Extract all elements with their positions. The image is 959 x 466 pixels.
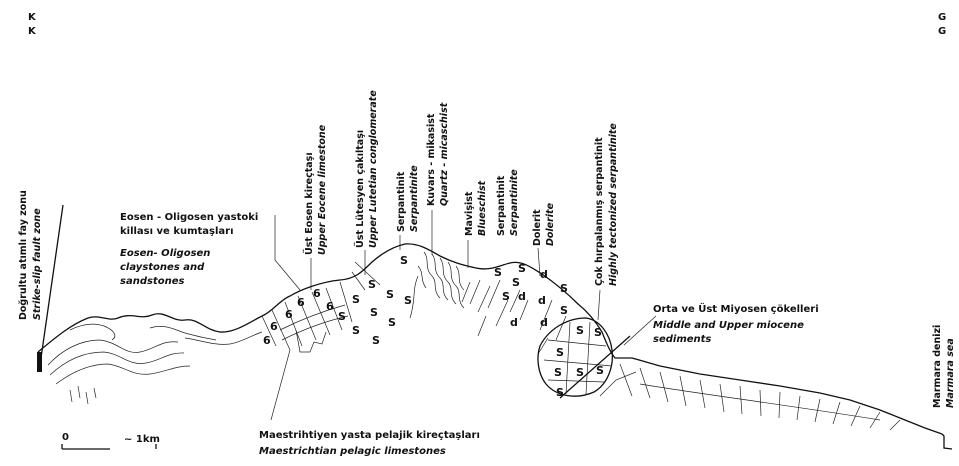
fault-zone-marker bbox=[37, 352, 42, 372]
eocene-symbol: 6 bbox=[326, 300, 334, 313]
eocene-sand-label-en2: claystones and bbox=[120, 262, 205, 273]
eocene-symbol: 6 bbox=[285, 308, 293, 321]
eocene-sand-label-en1: Eosen- Oligosen bbox=[120, 248, 210, 259]
eocene-symbol: 6 bbox=[313, 287, 321, 300]
serpentine-symbol: S bbox=[370, 306, 378, 319]
eocene-symbol: 6 bbox=[263, 334, 271, 347]
serpentinite-label-en: Serpantinite bbox=[409, 165, 420, 232]
scale-value: ~ 1km bbox=[124, 434, 160, 445]
upper-eocene-label-tr: Üst Eosen kireçtaşı bbox=[304, 152, 315, 255]
maastrichtian-label-tr: Maestrihtiyen yasta pelajik kireçtaşları bbox=[259, 430, 480, 441]
tectonized-label-tr: Çok hırpalanmış serpantinit bbox=[594, 137, 605, 286]
serpentine-symbol: S bbox=[556, 346, 564, 359]
dolerite-symbol: d bbox=[510, 316, 518, 329]
lutetian-label-tr: Üst Lütesyen çakıltaşı bbox=[355, 130, 366, 248]
serpentine-symbol: S bbox=[352, 293, 360, 306]
eocene-sand-label-en3: sandstones bbox=[120, 276, 184, 287]
serpentinite2-label-en: Serpantinite bbox=[509, 169, 520, 236]
coastline-step bbox=[942, 434, 952, 449]
serpentine-symbol: S bbox=[518, 262, 526, 275]
serpentine-symbol: S bbox=[512, 276, 520, 289]
serpentine-symbol: S bbox=[560, 282, 568, 295]
serpentine-symbol: S bbox=[400, 254, 408, 267]
miocene-label-tr: Orta ve Üst Miyosen çökelleri bbox=[653, 301, 819, 315]
eocene-symbol: 6 bbox=[297, 296, 305, 309]
orientation-left-bottom: K bbox=[28, 26, 37, 37]
eocene-sand-label-tr1: Eosen - Oligosen yastoki bbox=[120, 212, 258, 223]
miocene-label-en1: Middle and Upper miocene bbox=[653, 320, 804, 331]
sea-label-en: Marmara sea bbox=[945, 338, 956, 408]
serpentine-symbol: S bbox=[386, 288, 394, 301]
scale-zero: 0 bbox=[62, 432, 69, 443]
eocene-symbol: 6 bbox=[270, 320, 278, 333]
serpentine-symbol: S bbox=[404, 294, 412, 307]
dolerite-label-tr: Dolerit bbox=[532, 209, 543, 246]
fault-label-en: Strike-slip fault zone bbox=[32, 208, 43, 320]
dolerite-label-en: Dolerite bbox=[545, 202, 556, 246]
quartz-micaschist-zone bbox=[418, 252, 464, 308]
blueschist-label-tr: Mavişist bbox=[464, 191, 475, 236]
serpentinite2-label-tr: Serpantinit bbox=[496, 175, 507, 236]
tectonized-serpentinite-lens: S S S S S S S bbox=[538, 318, 612, 399]
orientation-left-top: K bbox=[28, 12, 37, 23]
dolerite-symbol: d bbox=[518, 290, 526, 303]
orientation-right-bottom: G bbox=[938, 26, 946, 37]
fault-label-tr: Doğrultu atımlı fay zonu bbox=[18, 190, 29, 320]
sea-label-tr: Marmara denizi bbox=[932, 325, 943, 408]
serpentine-symbol: S bbox=[560, 304, 568, 317]
serpentinite-label-tr: Serpantinit bbox=[396, 171, 407, 232]
serpentine-symbol: S bbox=[556, 386, 564, 399]
blueschist-label-en: Blueschist bbox=[477, 180, 488, 236]
dolerite-symbol: d bbox=[538, 294, 546, 307]
quartz-label-tr: Kuvars - mikasist bbox=[426, 113, 437, 206]
dolerite-symbol: d bbox=[540, 268, 548, 281]
serpentinite-zone: S S S S S S S S S S bbox=[338, 254, 418, 347]
miocene-label-en2: sediments bbox=[653, 334, 711, 345]
miocene-sediments bbox=[560, 336, 900, 430]
serpentine-symbol: S bbox=[388, 316, 396, 329]
eocene-sand-label-tr2: killası ve kumtaşları bbox=[120, 226, 234, 237]
orientation-right-top: G bbox=[938, 12, 946, 23]
serpentine-symbol: S bbox=[494, 266, 502, 279]
scale-bar: 0 ~ 1km bbox=[62, 432, 160, 449]
upper-eocene-label-en: Upper Eocene limestone bbox=[317, 124, 328, 255]
quartz-label-en: Quartz - micaschist bbox=[439, 102, 450, 206]
serpentine-symbol: S bbox=[352, 324, 360, 337]
serpentine-symbol: S bbox=[596, 364, 604, 377]
tectonized-label-en: Highly tectonized serpantinite bbox=[608, 123, 619, 286]
serpentine-symbol: S bbox=[576, 324, 584, 337]
serpentine-symbol: S bbox=[554, 366, 562, 379]
serpentine-symbol: S bbox=[338, 310, 346, 323]
serpentine-symbol: S bbox=[372, 334, 380, 347]
lutetian-label-en: Upper Lutetian conglomerate bbox=[368, 90, 379, 248]
serpentine-symbol: S bbox=[502, 290, 510, 303]
maastrichtian-label-en: Maestrichtian pelagic limestones bbox=[259, 446, 446, 457]
serpentine-symbol: S bbox=[594, 326, 602, 339]
folded-strata-west bbox=[48, 324, 262, 404]
